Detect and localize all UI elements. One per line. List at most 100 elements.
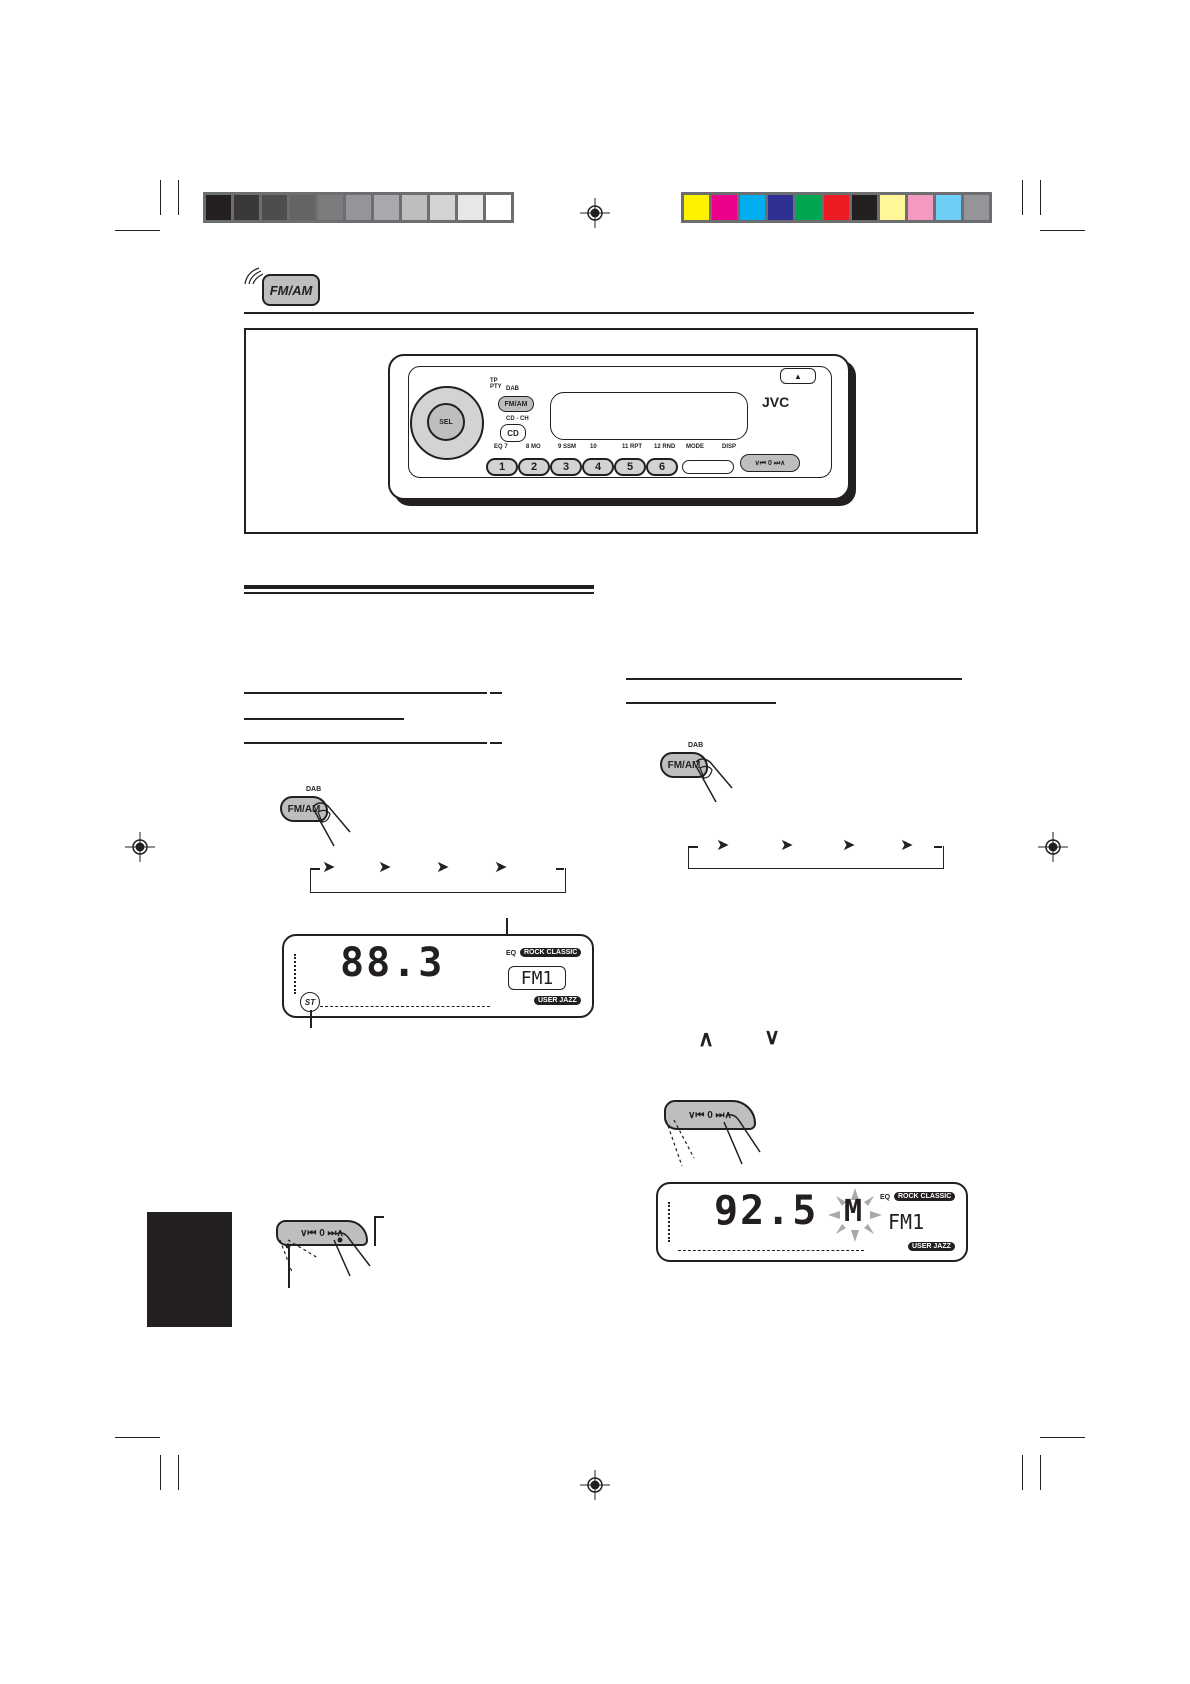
right-arrow-icon: ➤ (716, 837, 730, 854)
text-underline (626, 702, 776, 704)
disp-label: DISP (722, 444, 737, 450)
registration-mark-icon (1038, 832, 1068, 862)
preset-button-3[interactable]: 3 (550, 458, 582, 476)
eq-icon: EQ (506, 950, 517, 957)
fm-am-label: FM/AM (667, 759, 701, 771)
calibration-swatch (852, 195, 877, 220)
sel-button[interactable]: SEL (427, 403, 465, 441)
dab-label: DAB (688, 742, 704, 749)
ghost-finger-icon (665, 1119, 695, 1167)
memory-flash-icon (828, 1188, 882, 1242)
seek-label: ∨⏮ 0 ⏭∧ (688, 1109, 732, 1121)
dab-label: DAB (306, 786, 322, 793)
frequency-readout: 92.5 (714, 1188, 819, 1234)
calibration-swatch (964, 195, 989, 220)
crop-mark (115, 230, 160, 231)
callout-line (374, 1216, 376, 1246)
crop-mark (1040, 180, 1041, 215)
lcd-display: 92.5 M EQ ROCK CLASSIC FM1 USER JAZZ (656, 1182, 968, 1262)
faceplate-illustration-frame (244, 328, 978, 534)
fm-am-button[interactable]: FM/AM (498, 396, 534, 412)
seek-button[interactable]: ∨⏮ 0 ⏭∧ (276, 1220, 368, 1246)
finger-press-icon (313, 802, 351, 847)
brand-logo: JVC (762, 394, 790, 410)
eq-mode-top: ROCK CLASSIC (894, 1192, 956, 1201)
preset-function-label: EQ 7 (494, 444, 508, 450)
dashed-baseline (678, 1250, 864, 1251)
seek-button[interactable]: ∨⏮ 0 ⏭∧ (740, 454, 800, 472)
cycle-start-tick (310, 868, 320, 870)
crop-mark (1040, 1437, 1085, 1438)
level-bars (294, 954, 298, 994)
seek-label: ∨⏮ 0 ⏭∧ (300, 1227, 344, 1239)
fm-am-label: FM/AM (504, 400, 528, 408)
text-underline (244, 742, 487, 744)
calibration-swatch (262, 195, 287, 220)
language-section-tab (147, 1212, 232, 1327)
level-bars (668, 1202, 672, 1242)
crop-mark (160, 1455, 161, 1490)
right-arrow-icon: ➤ (900, 837, 914, 854)
inner-panel (408, 366, 832, 478)
band-cycle-diagram (310, 868, 566, 893)
seek-label: ∨⏮ 0 ⏭∧ (754, 459, 786, 467)
dab-label: DAB (506, 386, 519, 392)
eq-icon: EQ (880, 1194, 891, 1201)
calibration-swatch (318, 195, 343, 220)
cd-label: CD (507, 428, 519, 438)
eject-button[interactable]: ▲ (780, 368, 816, 384)
right-arrow-icon: ➤ (842, 837, 856, 854)
cycle-end-tick (556, 868, 564, 870)
registration-mark-icon (125, 832, 155, 862)
main-display-window (550, 392, 748, 440)
callout-line (288, 1248, 290, 1288)
crop-mark (178, 1455, 179, 1490)
band-cycle-diagram (688, 846, 944, 869)
crop-mark (115, 1437, 160, 1438)
crop-mark (178, 180, 179, 215)
calibration-swatch (374, 195, 399, 220)
calibration-swatch (290, 195, 315, 220)
calibration-swatch (684, 195, 709, 220)
mode-label: MODE (686, 444, 704, 450)
cd-ch-label: CD - CH (506, 416, 529, 422)
calibration-swatch (402, 195, 427, 220)
preset-function-label: 12 RND (654, 444, 676, 450)
section-title-rule-thick (244, 585, 594, 589)
preset-function-label: 10 (590, 444, 597, 450)
fm-am-label: FM/AM (287, 803, 321, 815)
band-label: FM1 (520, 967, 554, 989)
preset-button-2[interactable]: 2 (518, 458, 550, 476)
crop-mark (1040, 230, 1085, 231)
down-arrow-icon: ∨ (764, 1024, 781, 1049)
calibration-swatch (712, 195, 737, 220)
preset-button-6[interactable]: 6 (646, 458, 678, 476)
cd-button[interactable]: CD (500, 424, 526, 442)
calibration-swatch (740, 195, 765, 220)
seek-button[interactable]: ∨⏮ 0 ⏭∧ (664, 1100, 756, 1130)
preset-button-4[interactable]: 4 (582, 458, 614, 476)
mode-disp-buttons[interactable] (682, 460, 734, 474)
calibration-swatch (430, 195, 455, 220)
text-underline (626, 678, 962, 680)
calibration-swatch (458, 195, 483, 220)
calibration-swatch (824, 195, 849, 220)
eq-mode-bottom: USER JAZZ (534, 996, 581, 1005)
calibration-swatch (486, 195, 511, 220)
right-arrow-icon: ➤ (322, 859, 336, 876)
eq-mode-top: ROCK CLASSIC (520, 948, 582, 957)
text-underline (244, 718, 404, 720)
preset-button-1[interactable]: 1 (486, 458, 518, 476)
frequency-readout: 88.3 (340, 940, 445, 986)
callout-line (374, 1216, 384, 1218)
preset-button-5[interactable]: 5 (614, 458, 646, 476)
right-arrow-icon: ➤ (780, 837, 794, 854)
calibration-swatch (234, 195, 259, 220)
memory-indicator: M (844, 1194, 865, 1229)
text-underline (490, 742, 502, 744)
preset-function-label: 9 SSM (558, 444, 577, 450)
text-underline (244, 692, 487, 694)
right-arrow-icon: ➤ (378, 859, 392, 876)
eq-mode-bottom: USER JAZZ (908, 1242, 955, 1251)
section-title-rule-thin (244, 592, 594, 594)
